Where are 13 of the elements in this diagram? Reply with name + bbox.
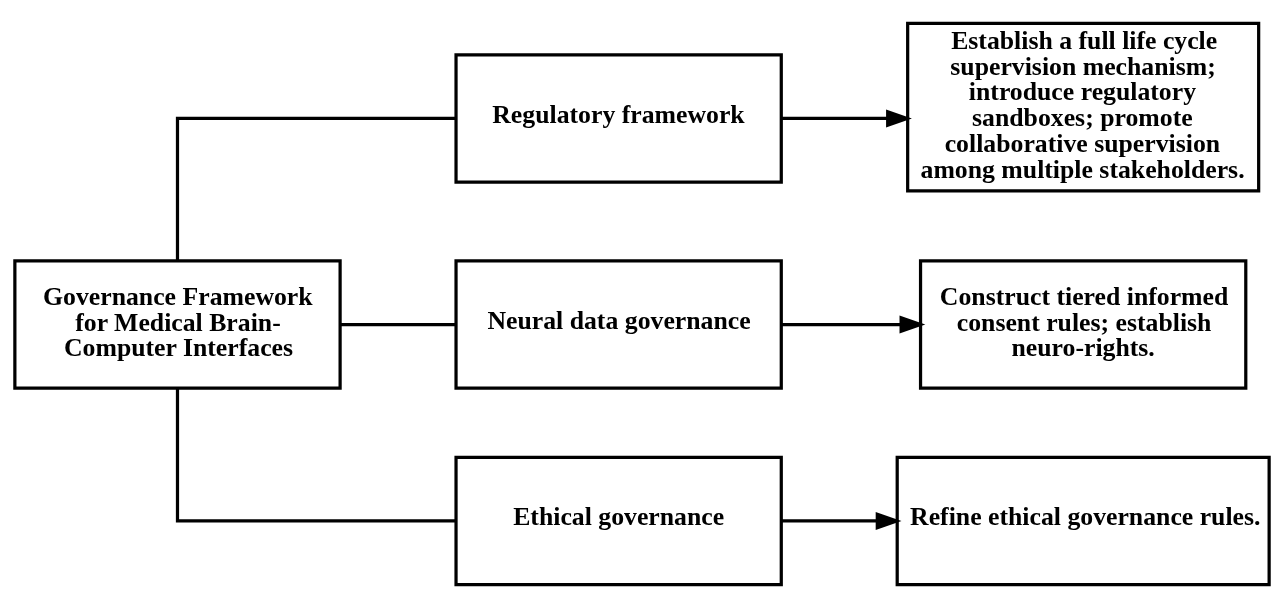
node-box: Ethical governance <box>454 455 783 586</box>
arrow <box>781 315 926 334</box>
arrow <box>781 511 902 530</box>
arrow <box>781 108 912 127</box>
node-box: Refine ethical governance rules. <box>895 455 1271 586</box>
node-box: Governance Framework for Medical Brain-Computer Interfaces <box>13 258 342 390</box>
connector <box>340 322 456 326</box>
node-box: Establish a full life cycle supervision mechanism; introduce regulatory sandboxes; promote collaborative supervision among multiple stakeholders. <box>906 21 1261 192</box>
connector <box>175 387 456 523</box>
node-box: Regulatory framework <box>454 52 783 184</box>
node-box: Construct tiered informed consent rules; establish neuro-rights. <box>918 258 1248 390</box>
connector <box>175 116 456 260</box>
node-box: Neural data governance <box>454 258 783 390</box>
